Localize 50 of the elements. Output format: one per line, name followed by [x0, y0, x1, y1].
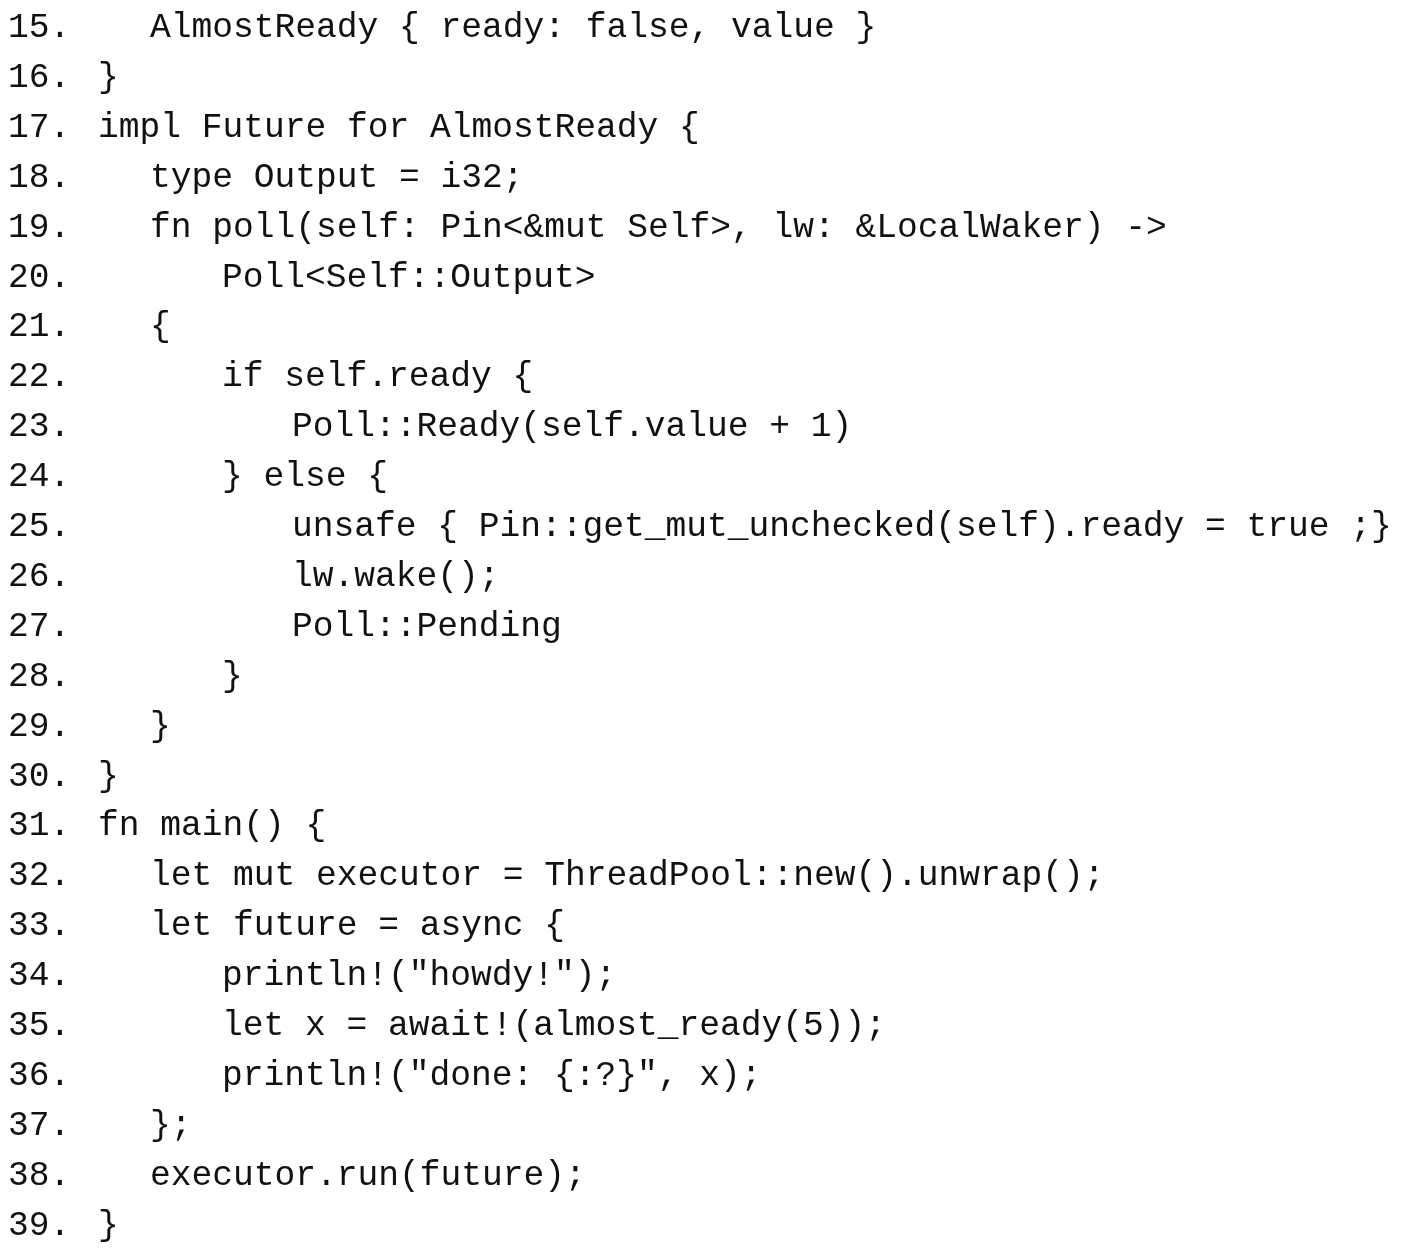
code-line: } — [222, 656, 243, 697]
line-number: 39. — [8, 1205, 71, 1246]
code-line: }; — [150, 1105, 192, 1146]
line-number: 21. — [8, 307, 71, 348]
line-number: 29. — [8, 706, 71, 747]
code-line: println!("howdy!"); — [222, 956, 617, 997]
line-number: 18. — [8, 157, 71, 198]
code-line: } — [150, 706, 171, 747]
line-number: 25. — [8, 507, 71, 547]
code-line: println!("done: {:?}", x); — [222, 1055, 762, 1096]
code-line: if self.ready { — [222, 357, 534, 398]
code-line: Poll::Ready(self.value + 1) — [292, 407, 853, 448]
line-number: 20. — [8, 257, 71, 298]
line-number: 30. — [8, 756, 71, 797]
line-number: 27. — [8, 606, 71, 647]
code-line: lw.wake(); — [292, 556, 500, 597]
code-line: Poll<Self::Output> — [222, 257, 596, 298]
line-number: 31. — [8, 806, 71, 847]
line-number: 33. — [8, 906, 71, 947]
code-line: } — [98, 1205, 119, 1246]
code-line: { — [150, 307, 171, 348]
code-line: let mut executor = ThreadPool::new().unwrap(); — [150, 856, 1105, 897]
line-number: 38. — [8, 1155, 71, 1196]
line-number: 35. — [8, 1006, 71, 1046]
line-number: 24. — [8, 457, 71, 498]
line-number: 34. — [8, 956, 71, 997]
code-line: AlmostReady { ready: false, value } — [150, 8, 877, 48]
code-line: let future = async { — [150, 906, 565, 947]
line-number: 37. — [8, 1105, 71, 1146]
code-line: impl Future for AlmostReady { — [98, 107, 700, 148]
code-line: executor.run(future); — [150, 1155, 586, 1196]
line-number: 19. — [8, 207, 71, 248]
line-number: 36. — [8, 1055, 71, 1096]
line-number: 15. — [8, 8, 71, 48]
line-number: 26. — [8, 556, 71, 597]
code-line: fn poll(self: Pin<&mut Self>, lw: &LocalWaker) -> — [150, 207, 1167, 248]
code-line: Poll::Pending — [292, 606, 562, 647]
code-line: } else { — [222, 457, 388, 498]
code-line: let x = await!(almost_ready(5)); — [222, 1006, 886, 1046]
line-number: 32. — [8, 856, 71, 897]
line-number: 16. — [8, 57, 71, 98]
code-line: } — [98, 756, 119, 797]
code-line: type Output = i32; — [150, 157, 524, 198]
line-number: 28. — [8, 656, 71, 697]
line-number: 17. — [8, 107, 71, 148]
line-number: 22. — [8, 357, 71, 398]
code-line: fn main() { — [98, 806, 327, 847]
code-line: unsafe { Pin::get_mut_unchecked(self).ready = true ;} — [292, 507, 1392, 547]
line-number: 23. — [8, 407, 71, 448]
code-line: } — [98, 57, 119, 98]
